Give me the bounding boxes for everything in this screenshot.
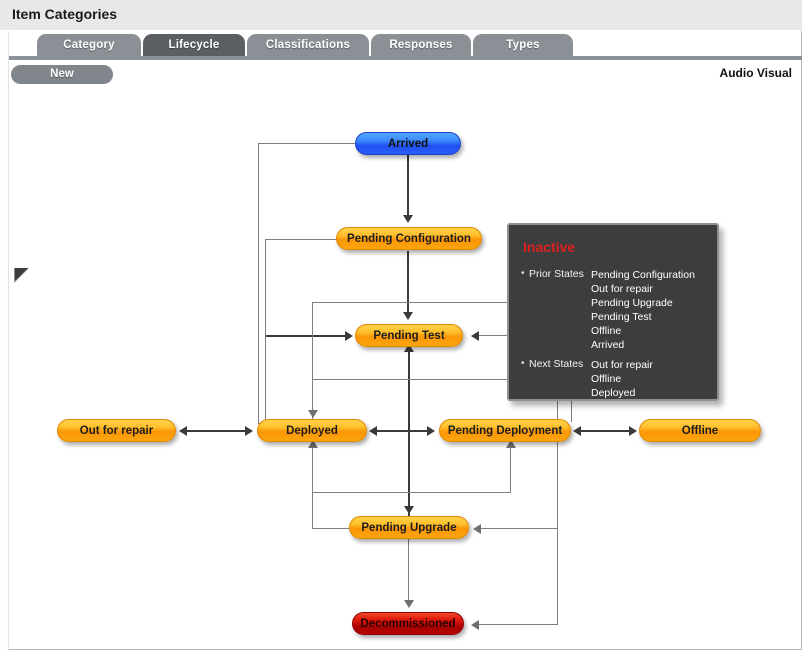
arrowhead-pending-test-left (345, 331, 353, 341)
window-titlebar: Item Categories (0, 0, 802, 31)
arrowhead-out-for-repair-right (179, 426, 187, 436)
edge-penddeploy-to-decommissioned-v (557, 529, 558, 624)
tab-types[interactable]: Types (473, 34, 573, 58)
node-arrived[interactable]: Arrived (355, 132, 461, 155)
arrowhead-offline-left (629, 426, 637, 436)
edge-pendconfig-right-h (312, 302, 572, 303)
edge-pendupgrade-to-penddeploy-h (312, 492, 511, 493)
arrowhead-pending-deployment-bottom (506, 440, 516, 448)
arrowhead-pending-deployment-right (573, 426, 581, 436)
tooltip-prior-value: Out for repair (591, 283, 653, 295)
tooltip-next-value: Out for repair (591, 359, 653, 371)
tab-lifecycle[interactable]: Lifecycle (143, 34, 245, 58)
edge-arrived-left-h (258, 143, 356, 144)
node-decommissioned[interactable]: Decommissioned (352, 612, 464, 635)
tooltip-prior-value: Offline (591, 325, 622, 337)
edge-mid-rail-h (312, 379, 572, 380)
tooltip-next-value: Offline (591, 373, 622, 385)
tooltip-next-value: Deployed (591, 387, 636, 399)
tooltip-pointer (15, 268, 28, 281)
edge-pendconfig-left-v (265, 239, 266, 335)
arrowhead-pending-configuration-top (403, 215, 413, 223)
toolbar: New Audio Visual (9, 62, 802, 90)
tooltip-prior-label: Prior States (529, 268, 584, 280)
tab-classifications[interactable]: Classifications (247, 34, 369, 58)
arrowhead-pending-test-bottom (404, 344, 414, 352)
node-deployed[interactable]: Deployed (257, 419, 367, 442)
edge-pendconfig-left-h (265, 239, 337, 240)
edge-pendupgrade-to-deployed-v (312, 446, 313, 528)
arrowhead-deployed-top-from-config (308, 410, 318, 418)
edge-pendingdeployment-offline (581, 430, 631, 432)
page-title: Item Categories (12, 6, 118, 22)
edge-pendconfig-to-pendtest-v (407, 251, 409, 314)
edge-penddeploy-to-decommissioned-h (479, 624, 558, 625)
edge-pendupgrade-to-penddeploy-v (510, 446, 511, 492)
arrowhead-pending-upgrade-right (473, 524, 481, 534)
tooltip-next-label: Next States (529, 358, 584, 370)
node-pending-configuration[interactable]: Pending Configuration (336, 227, 482, 250)
state-info-tooltip: Inactive • Prior States Pending Configur… (507, 223, 719, 401)
node-pending-upgrade[interactable]: Pending Upgrade (349, 516, 469, 539)
new-button[interactable]: New (11, 65, 113, 84)
tooltip-next-bullet: • (521, 358, 525, 369)
edge-left-long-rail (265, 335, 266, 423)
arrowhead-pending-upgrade-top (404, 506, 414, 514)
edge-deployed-pendingdeployment (377, 430, 429, 432)
tab-responses[interactable]: Responses (371, 34, 471, 58)
arrowhead-decommissioned-right (471, 620, 479, 630)
node-pending-test[interactable]: Pending Test (355, 324, 463, 347)
tooltip-prior-value: Pending Test (591, 311, 652, 323)
arrowhead-deployed-bottom (308, 440, 318, 448)
tooltip-prior-value: Arrived (591, 339, 625, 351)
tooltip-title: Inactive (523, 239, 576, 255)
arrowhead-deployed-left (245, 426, 253, 436)
edge-pendupgrade-to-decommissioned (408, 539, 409, 604)
tab-category[interactable]: Category (37, 34, 141, 58)
edge-arrived-to-pending-configuration (407, 155, 409, 217)
edge-pendconfig-to-pendtest-h (265, 335, 347, 337)
lifecycle-diagram-canvas: Arrived Pending Configuration Pending Te… (9, 92, 801, 649)
tooltip-prior-values: Pending Configuration Out for repair Pen… (591, 268, 695, 352)
tab-underline (9, 56, 802, 60)
category-name-label: Audio Visual (719, 66, 792, 80)
edge-pendconfig-right-v-left (312, 302, 313, 422)
tooltip-prior-bullet: • (521, 268, 525, 279)
tooltip-next-values: Out for repair Offline Deployed (591, 358, 653, 400)
edge-pendupgrade-to-deployed-h (312, 528, 356, 529)
node-pending-deployment[interactable]: Pending Deployment (439, 419, 571, 442)
node-offline[interactable]: Offline (639, 419, 761, 442)
arrowhead-pending-test-top (403, 312, 413, 320)
edge-penddeploy-to-pendupgrade-h (481, 528, 558, 529)
arrowhead-pending-test-right (471, 331, 479, 341)
edge-penddeploy-to-pendupgrade-v (557, 368, 558, 529)
arrowhead-deployed-right (369, 426, 377, 436)
node-out-for-repair[interactable]: Out for repair (57, 419, 176, 442)
edge-pendtest-pendupgrade-v (408, 350, 410, 518)
tooltip-prior-value: Pending Configuration (591, 269, 695, 281)
tab-strip: Category Lifecycle Classifications Respo… (9, 31, 802, 58)
edge-arrived-left-v (258, 143, 259, 423)
tooltip-prior-value: Pending Upgrade (591, 297, 673, 309)
edge-outforrepair-deployed (187, 430, 247, 432)
arrowhead-decommissioned-top (404, 600, 414, 608)
arrowhead-pending-deployment-left (427, 426, 435, 436)
left-gutter (0, 31, 9, 650)
